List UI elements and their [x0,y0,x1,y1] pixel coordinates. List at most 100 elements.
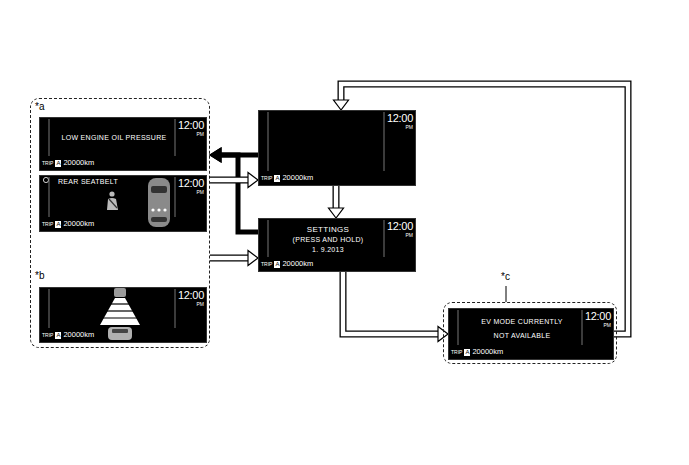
own-vehicle-window [112,329,128,333]
person-head [109,191,114,196]
display-screen: REAR SEATBELT 12:00PM TRIPA20000km [39,175,207,232]
clock-ampm: PM [197,190,205,196]
arrow-fill [334,186,338,208]
arrow-head [334,100,349,110]
trip-label: TRIP [42,222,53,228]
clock-area: 12:00PM [585,310,611,328]
odometer-area: TRIPA20000km [261,174,313,183]
arrow-head [210,148,221,162]
arrow-head [248,251,258,266]
outline-arrow [210,251,258,266]
odometer-value: 20000km [282,260,313,269]
clock-ampm: PM [197,132,205,138]
odometer-area: TRIPA20000km [451,348,503,357]
outline-arrow [210,173,258,188]
trip-letter: A [274,261,280,268]
clock-time: 12:00 [178,289,204,302]
arrow-head [210,148,221,162]
message-area: EV MODE CURRENTLY NOT AVAILABLE [461,310,583,347]
message-area: LOW ENGINE OIL PRESSURE [52,119,176,158]
arrow-head [329,208,344,218]
screen-divider [175,177,176,217]
trip-letter: A [55,221,61,228]
clock-time: 12:00 [585,310,611,323]
outline-arrow [329,186,344,218]
display-screen: EV MODE CURRENTLY NOT AVAILABLE 12:00PM TR… [448,308,614,360]
odometer-value: 20000km [63,331,94,340]
road-stripe [100,317,140,318]
car-top-view [148,178,170,227]
clock-area: 12:00PM [178,289,204,307]
leader-line [506,286,507,302]
clock-time: 12:00 [178,177,204,190]
screen-message: EV MODE CURRENTLY NOT AVAILABLE [481,315,563,342]
trip-letter: A [464,349,470,356]
arrow-head [248,173,258,188]
car-rear-window [151,217,167,222]
clock-time: 12:00 [387,112,413,125]
seat-dot [151,208,154,211]
screen-message: SETTINGS [307,225,349,234]
arrow-fill [210,178,248,182]
clock-ampm: PM [604,323,612,329]
clock-area: 12:00PM [387,112,413,130]
screen-divider [49,177,50,217]
own-vehicle [108,327,132,340]
arrow-fill [343,272,438,334]
odometer-area: TRIPA20000km [42,159,94,168]
display-screen: SETTINGS(PRESS AND HOLD)1. 9.201312:00PM… [258,218,416,272]
outline-arrow [343,272,448,342]
trip-label: TRIP [261,176,272,182]
clock-area: 12:00PM [178,177,204,195]
lane-illustration [100,288,140,340]
clock-time: 12:00 [387,220,413,233]
screen-divider [49,119,50,156]
group-label: *a [35,101,44,112]
screen-divider [268,220,269,257]
car-windshield [151,186,167,193]
screen-divider [175,119,176,156]
display-screen: LOW ENGINE OIL PRESSURE 12:00PM TRIPA20000… [39,117,207,171]
display-screen: 12:00PM TRIPA20000km [258,110,416,186]
odometer-value: 20000km [63,159,94,168]
arrow-shaft [221,155,258,232]
message-area: REAR SEATBELT [58,178,118,186]
road-zone [100,298,140,325]
screen-message: REAR SEATBELT [58,178,118,186]
trip-label: TRIP [451,350,462,356]
odometer-value: 20000km [282,174,313,183]
dashed-group-box: EV MODE CURRENTLY NOT AVAILABLE 12:00PM TR… [443,302,617,364]
trip-label: TRIP [42,333,53,339]
message-area [271,112,385,173]
screen-divider [49,289,50,328]
message-area: SETTINGS(PRESS AND HOLD)1. 9.2013 [271,220,385,259]
screen-message: 1. 9.2013 [312,246,344,254]
arrow-outline [210,255,248,262]
group-label: *b [35,270,44,281]
display-screen: 12:00PM TRIPA20000km [39,287,207,343]
screen-message: LOW ENGINE OIL PRESSURE [61,134,166,142]
trip-letter: A [55,160,61,167]
arrow-outline [210,177,248,184]
seatbelt-strap [109,199,117,208]
odometer-area: TRIPA20000km [42,220,94,229]
screen-divider [582,310,583,345]
odometer-area: TRIPA20000km [261,260,313,269]
road-stripe [104,310,136,311]
group-label: *c [501,271,510,282]
trip-letter: A [55,332,61,339]
arrow-fill [210,256,248,260]
odometer-value: 20000km [63,220,94,229]
screen-divider [384,112,385,171]
clock-ampm: PM [197,302,205,308]
clock-ampm: PM [406,125,414,131]
seat-dot [157,208,160,211]
seat-dot [163,208,166,211]
clock-area: 12:00PM [178,119,204,137]
dashed-group-box: LOW ENGINE OIL PRESSURE12:00PMTRIPA20000… [30,98,210,348]
solid-arrow [210,148,258,232]
screen-divider [458,310,459,345]
odometer-value: 20000km [472,348,503,357]
warning-symbol [43,177,48,182]
